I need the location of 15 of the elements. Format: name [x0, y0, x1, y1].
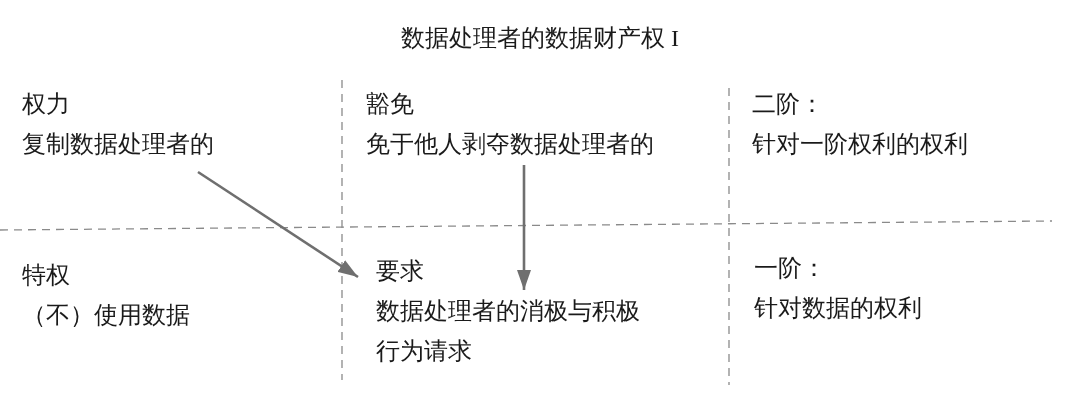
term-heading: 权力 [22, 90, 71, 119]
term-heading: 二阶： [752, 90, 825, 119]
term-description: 复制数据处理者的 [22, 130, 214, 159]
term-description: 针对数据的权利 [754, 294, 922, 323]
diagram-title: 数据处理者的数据财产权 I [401, 24, 679, 53]
term-description: 免于他人剥夺数据处理者的 [366, 130, 654, 159]
term-description: （不）使用数据 [22, 301, 190, 330]
term-heading: 一阶： [754, 254, 827, 283]
term-description: 针对一阶权利的权利 [752, 130, 968, 159]
arrow [197, 170, 359, 279]
term-description: 数据处理者的消极与积极行为请求 [376, 297, 641, 366]
term-heading: 要求 [376, 257, 425, 286]
term-heading: 豁免 [366, 90, 415, 119]
term-heading: 特权 [22, 261, 71, 290]
arrow [517, 165, 531, 290]
